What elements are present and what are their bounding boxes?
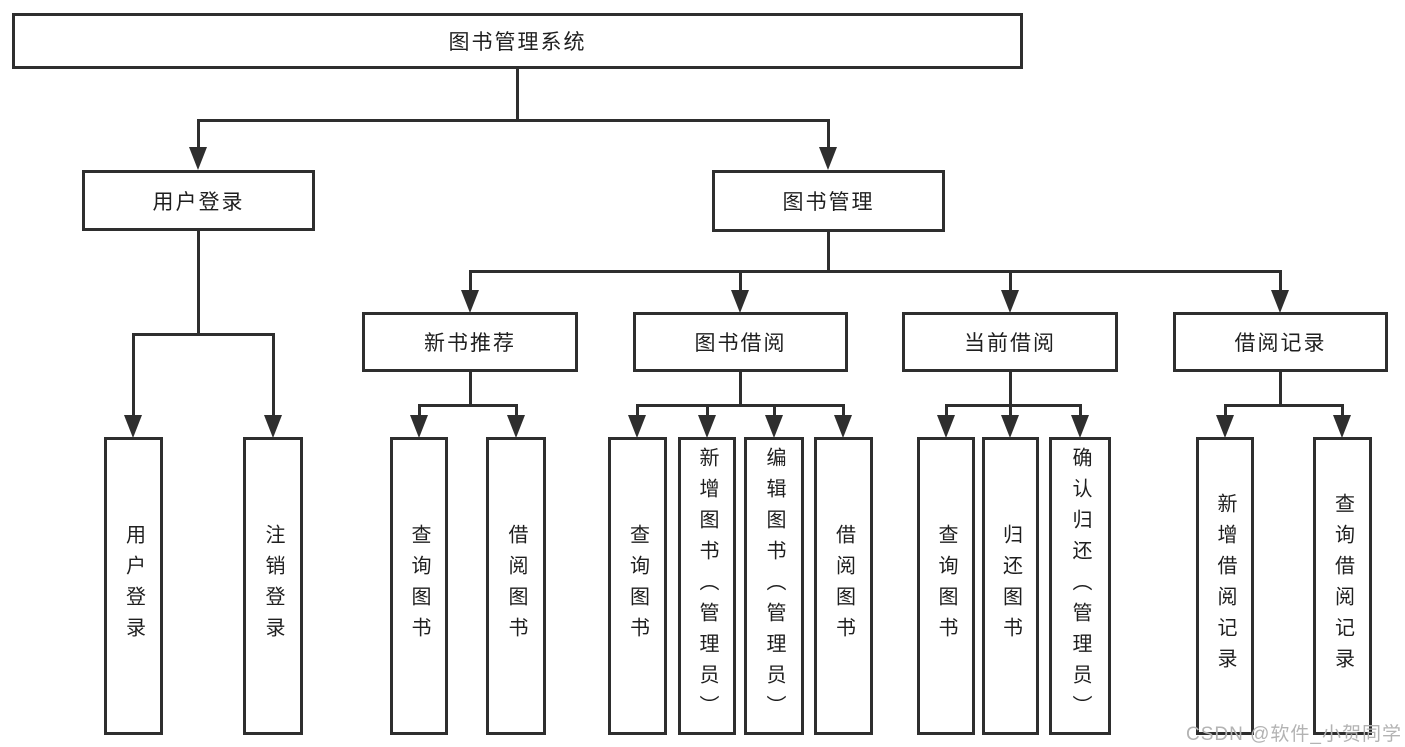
- connector-line: [827, 119, 830, 150]
- arrowhead-down-icon: [410, 415, 428, 438]
- arrowhead-down-icon: [1001, 415, 1019, 438]
- arrowhead-down-icon: [698, 415, 716, 438]
- arrowhead-down-icon: [1271, 290, 1289, 313]
- leaf-label: 确认归还（管理员）: [1069, 446, 1091, 726]
- connector-line: [1009, 270, 1012, 292]
- leaf-return-books: 归还图书: [982, 437, 1039, 735]
- node-book-borrowing: 图书借阅: [633, 312, 848, 372]
- connector-line: [132, 333, 275, 336]
- connector-line: [945, 404, 948, 418]
- connector-line: [469, 371, 472, 407]
- connector-line: [827, 231, 830, 273]
- leaf-label: 查询图书: [626, 524, 649, 648]
- connector-line: [469, 270, 472, 292]
- connector-line: [197, 230, 200, 336]
- arrowhead-down-icon: [819, 147, 837, 170]
- connector-line: [1279, 371, 1282, 407]
- leaf-query-books-recommend: 查询图书: [390, 437, 448, 735]
- leaf-label: 新增借阅记录: [1214, 493, 1236, 679]
- arrowhead-down-icon: [1333, 415, 1351, 438]
- csdn-watermark: CSDN @软件_小贺同学: [1186, 724, 1402, 745]
- leaf-label: 注销登录: [262, 524, 284, 648]
- leaf-borrow-books-recommend: 借阅图书: [486, 437, 546, 735]
- connector-line: [739, 270, 742, 292]
- arrowhead-down-icon: [834, 415, 852, 438]
- leaf-confirm-return-admin: 确认归还（管理员）: [1049, 437, 1111, 735]
- arrowhead-down-icon: [765, 415, 783, 438]
- node-user-login: 用户登录: [82, 170, 315, 231]
- node-new-book-recommendation: 新书推荐: [362, 312, 578, 372]
- connector-line: [469, 270, 1282, 273]
- connector-line: [418, 404, 518, 407]
- leaf-label: 编辑图书（管理员）: [763, 446, 785, 726]
- connector-line: [418, 404, 421, 418]
- leaf-add-books-admin: 新增图书（管理员）: [678, 437, 736, 735]
- connector-line: [636, 404, 639, 418]
- leaf-user-login: 用户登录: [104, 437, 163, 735]
- node-label: 新书推荐: [424, 332, 516, 355]
- leaf-query-books-borrowing: 查询图书: [608, 437, 667, 735]
- arrowhead-down-icon: [1216, 415, 1234, 438]
- leaf-query-borrow-record: 查询借阅记录: [1313, 437, 1372, 735]
- node-label: 图书管理: [782, 191, 875, 214]
- node-label: 图书借阅: [694, 332, 787, 355]
- connector-line: [773, 404, 776, 418]
- node-label: 用户登录: [152, 190, 245, 214]
- connector-line: [515, 404, 518, 418]
- connector-line: [842, 404, 845, 418]
- node-label: 借阅记录: [1234, 332, 1327, 355]
- connector-line: [945, 404, 1081, 407]
- connector-line: [1224, 404, 1344, 407]
- connector-line: [1009, 371, 1012, 407]
- leaf-label: 归还图书: [999, 524, 1022, 648]
- leaf-edit-books-admin: 编辑图书（管理员）: [744, 437, 804, 735]
- leaf-label: 查询图书: [408, 524, 430, 648]
- connector-line: [1079, 404, 1082, 418]
- arrowhead-down-icon: [189, 147, 207, 170]
- leaf-borrow-books: 借阅图书: [814, 437, 873, 735]
- leaf-add-borrow-record: 新增借阅记录: [1196, 437, 1254, 735]
- leaf-label: 新增图书（管理员）: [696, 446, 718, 726]
- connector-line: [132, 333, 135, 417]
- connector-line: [1224, 404, 1227, 418]
- leaf-label: 借阅图书: [505, 524, 527, 648]
- node-label: 当前借阅: [964, 332, 1056, 355]
- connector-line: [197, 119, 830, 122]
- leaf-label: 借阅图书: [832, 524, 855, 648]
- node-current-borrowing: 当前借阅: [902, 312, 1118, 372]
- connector-line: [516, 68, 519, 121]
- arrowhead-down-icon: [507, 415, 525, 438]
- connector-line: [272, 333, 275, 417]
- arrowhead-down-icon: [628, 415, 646, 438]
- connector-line: [197, 119, 200, 150]
- connector-line: [1341, 404, 1344, 418]
- leaf-label: 查询借阅记录: [1331, 493, 1354, 679]
- leaf-logout: 注销登录: [243, 437, 303, 735]
- connector-line: [739, 371, 742, 407]
- arrowhead-down-icon: [1001, 290, 1019, 313]
- leaf-label: 用户登录: [122, 524, 145, 648]
- connector-line: [1279, 270, 1282, 292]
- arrowhead-down-icon: [461, 290, 479, 313]
- connector-line: [636, 404, 845, 407]
- arrowhead-down-icon: [731, 290, 749, 313]
- node-borrowing-records: 借阅记录: [1173, 312, 1388, 372]
- arrowhead-down-icon: [264, 415, 282, 438]
- connector-line: [1009, 404, 1012, 418]
- arrowhead-down-icon: [937, 415, 955, 438]
- node-book-management: 图书管理: [712, 170, 945, 232]
- node-label: 图书管理系统: [448, 31, 587, 54]
- leaf-query-books-current: 查询图书: [917, 437, 975, 735]
- node-root-library-management-system: 图书管理系统: [12, 13, 1023, 69]
- leaf-label: 查询图书: [935, 524, 957, 648]
- arrowhead-down-icon: [124, 415, 142, 438]
- connector-line: [706, 404, 709, 418]
- arrowhead-down-icon: [1071, 415, 1089, 438]
